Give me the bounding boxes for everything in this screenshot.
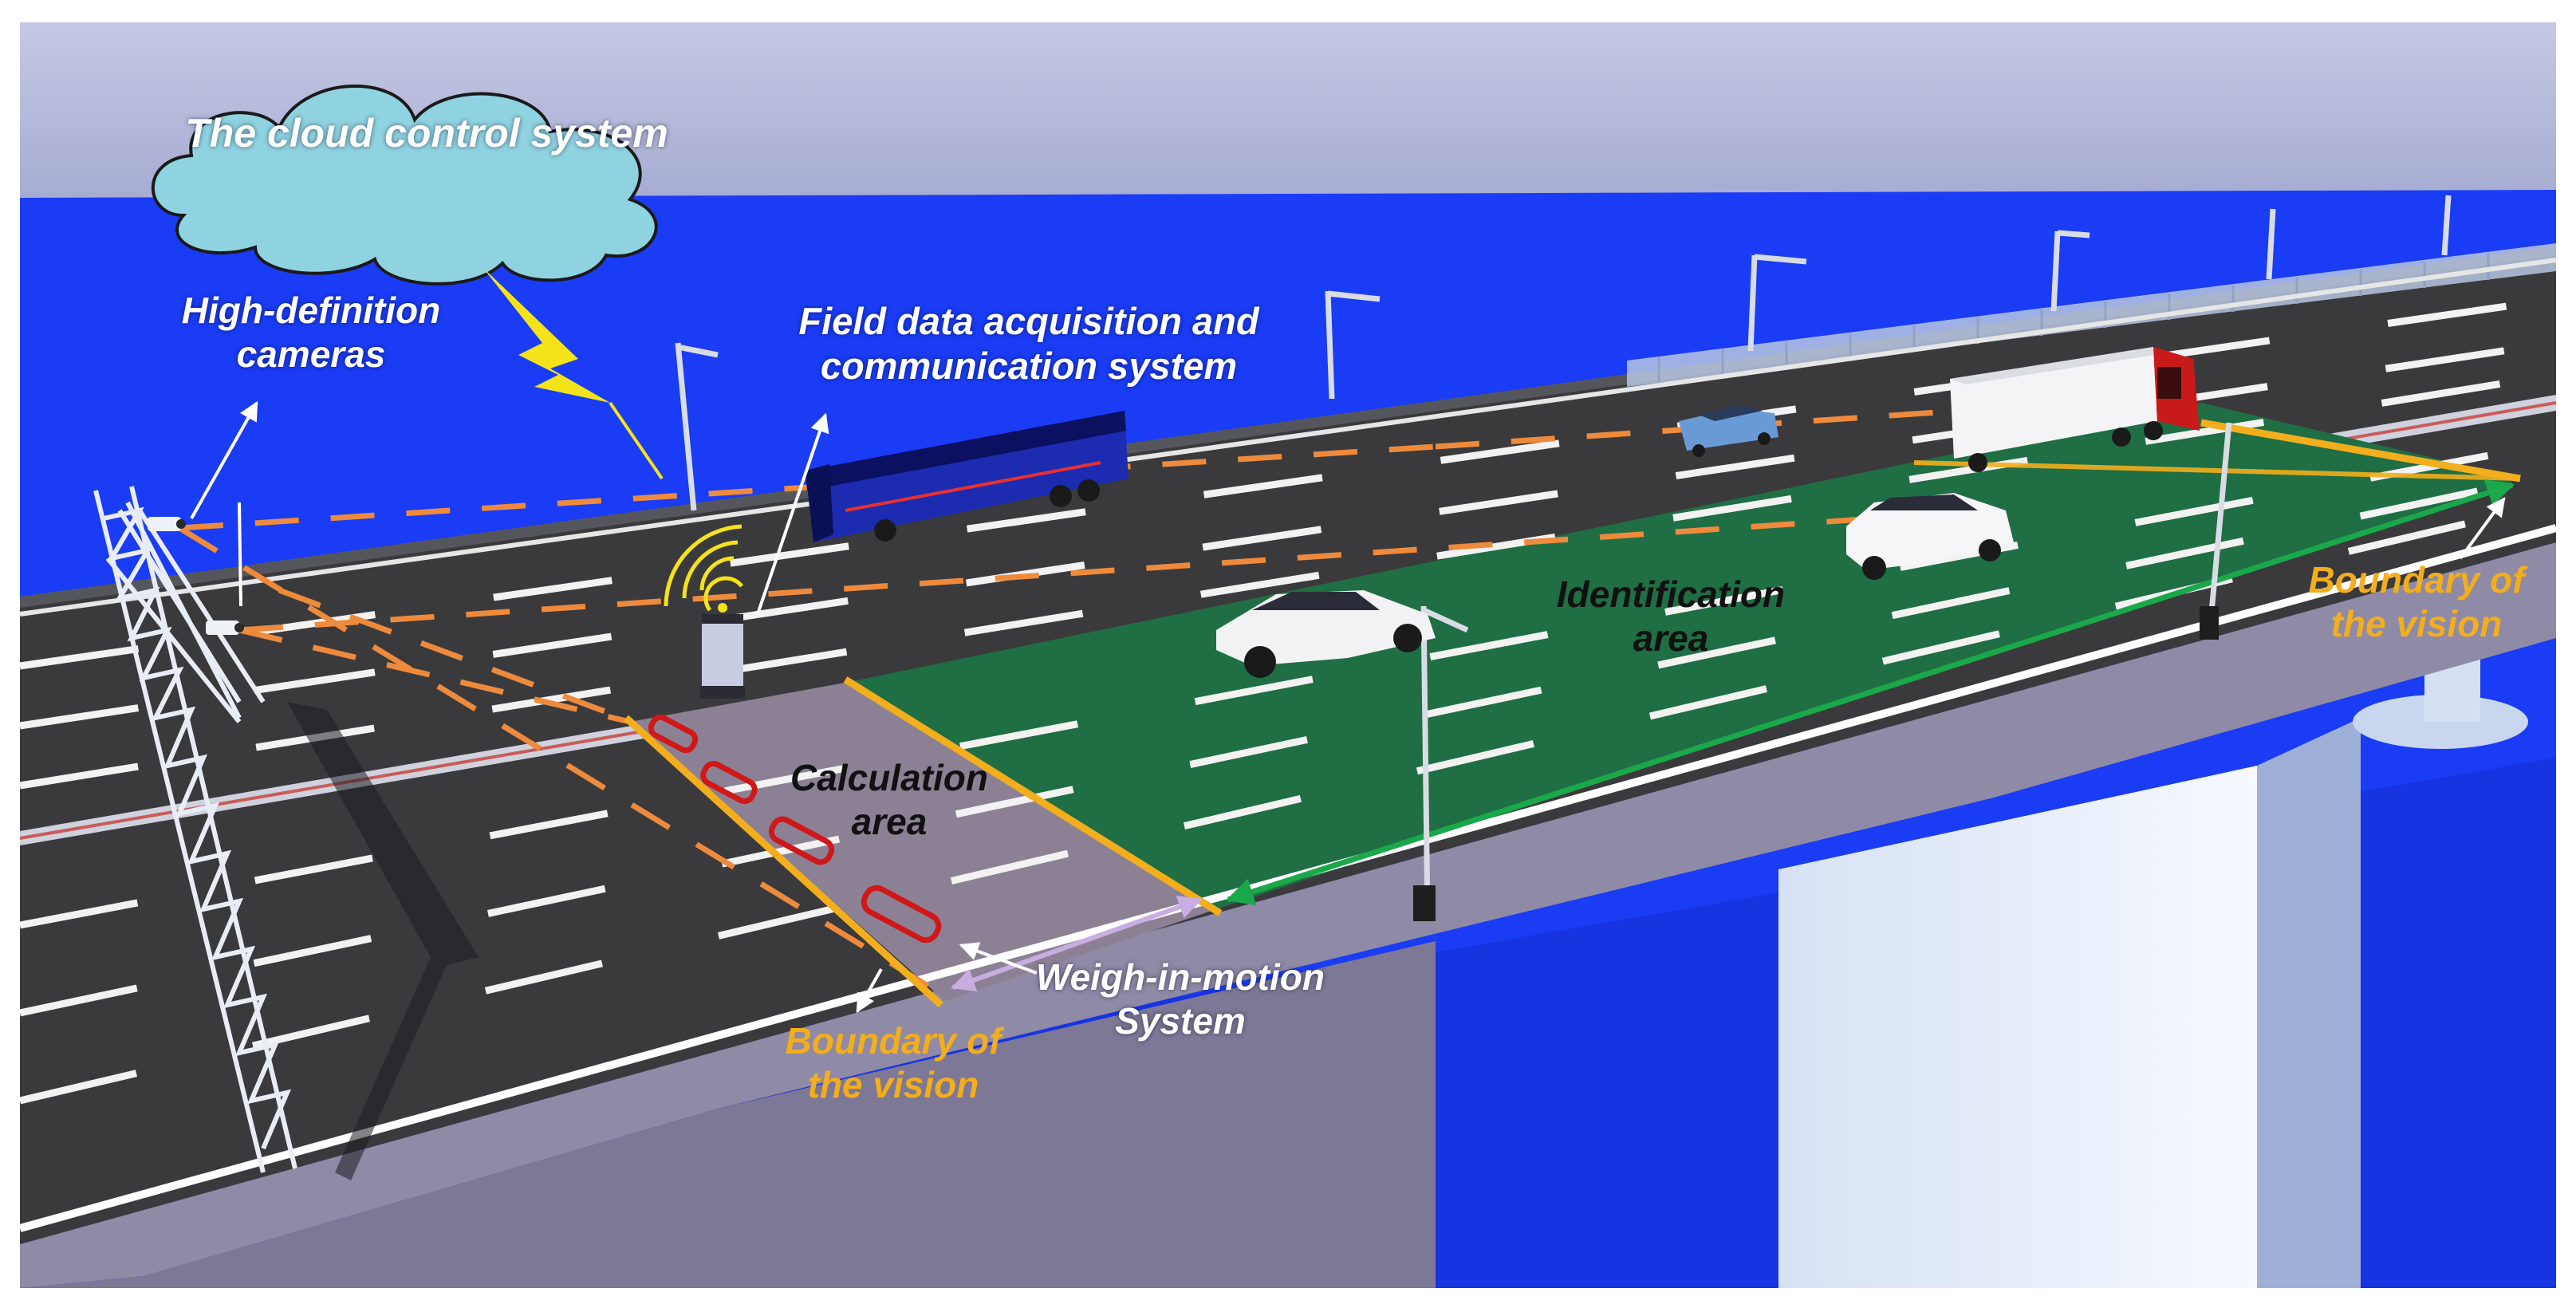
cameras-label-line2: cameras xyxy=(236,333,386,376)
white-sedan xyxy=(1216,590,1436,678)
camera-top xyxy=(148,517,186,531)
boundary-right-line2: the vision xyxy=(2330,603,2503,645)
cameras-label: High-definition cameras xyxy=(140,289,483,376)
wim-label: Weigh-in-motion System xyxy=(1013,955,1348,1043)
bridge-deck-underside xyxy=(20,941,1436,1288)
wim-pointer-arrow xyxy=(959,942,1038,975)
street-lights xyxy=(675,195,2452,918)
far-railing xyxy=(1627,243,2556,387)
white-suv xyxy=(1846,493,2014,580)
field-data-label-line2: communication system xyxy=(820,345,1238,388)
identification-label-line1: Identification xyxy=(1556,573,1786,615)
cloud-control-label: The cloud control system xyxy=(185,111,668,156)
boundary-line-right xyxy=(2200,419,2521,483)
boundary-left-line2: the vision xyxy=(807,1064,979,1106)
field-pointer-arrow xyxy=(756,412,829,615)
boundary-line-far xyxy=(1913,460,2521,481)
calculation-label-line2: area xyxy=(851,801,928,843)
bridge-pier-side xyxy=(2257,718,2361,1288)
camera-bottom xyxy=(206,621,244,635)
camera-gantry xyxy=(93,486,297,1173)
cloud-icon xyxy=(151,85,658,286)
wim-label-line1: Weigh-in-motion xyxy=(1036,956,1325,998)
boundary-left-line1: Boundary of xyxy=(785,1020,1002,1062)
road-far-edge-line xyxy=(19,258,2557,617)
truck xyxy=(1950,347,2200,472)
field-data-label-line1: Field data acquisition and xyxy=(798,300,1259,342)
identification-area-label: Identification area xyxy=(1511,573,1830,660)
boundary-right-pointer-arrow xyxy=(2459,497,2506,560)
cameras-pointer-arrow-1 xyxy=(190,400,258,519)
wim-label-line2: System xyxy=(1115,1000,1246,1042)
field-data-cabinet xyxy=(700,603,745,699)
boundary-right-line1: Boundary of xyxy=(2308,559,2525,601)
calculation-area-label: Calculation area xyxy=(746,756,1033,844)
cameras-pointer-arrow-2 xyxy=(238,502,242,607)
gantry-shadow xyxy=(287,702,479,1180)
boundary-line-calc-end xyxy=(843,676,1223,916)
weigh-in-motion-sensors xyxy=(648,714,942,944)
cameras-label-line1: High-definition xyxy=(181,290,441,331)
blue-car xyxy=(1679,405,1778,457)
field-data-label: Field data acquisition and communication… xyxy=(738,299,1320,389)
boundary-left-pointer-arrow xyxy=(856,968,883,1014)
street-light-base xyxy=(1413,885,1436,921)
identification-label-line2: area xyxy=(1633,617,1709,660)
bus xyxy=(805,411,1128,542)
wireless-signal-icon xyxy=(664,524,743,612)
street-light-base-right xyxy=(2200,606,2219,640)
lightning-tail xyxy=(609,401,664,480)
boundary-left-label: Boundary of the vision xyxy=(734,1019,1053,1107)
boundary-right-label: Boundary of the vision xyxy=(2265,558,2568,646)
lightning-icon xyxy=(483,267,610,403)
calculation-label-line1: Calculation xyxy=(790,757,988,798)
boundary-line-calc-start xyxy=(623,715,944,1008)
identification-length-arrow xyxy=(1225,479,2515,905)
wim-span-arrow xyxy=(951,895,1203,992)
